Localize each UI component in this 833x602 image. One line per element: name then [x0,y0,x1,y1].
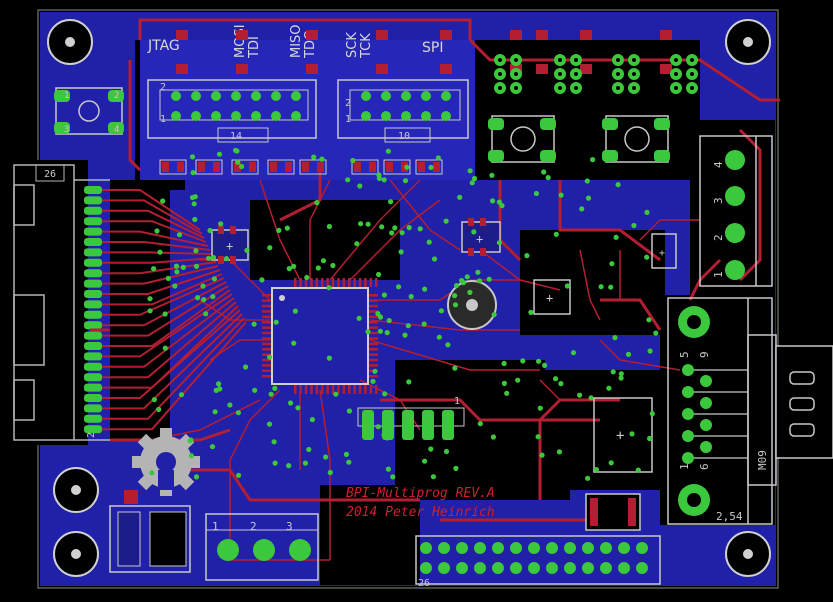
spi-pins [361,91,451,121]
driver-chip: + [533,279,571,315]
terminal-pin2: 2 [712,234,725,241]
dsub-name-label: M09 [756,450,769,470]
jtag-pin2-label: 2 [160,82,166,93]
bottom-header [415,535,661,585]
svg-text:+: + [476,232,483,246]
board-title-line2: 2014 Peter Heinrich [346,505,495,520]
svg-text:+: + [546,291,553,305]
mounting-holes [47,19,771,577]
svg-text:+: + [659,248,665,259]
signal-sck-label: SCK [345,32,360,58]
dsub-pins [682,364,748,464]
signal-tck-label: TCK [359,33,374,59]
mcu-chip [271,287,369,385]
buzzer [447,280,497,330]
button-pin4: 4 [114,125,119,135]
dsub-pin1-label: 1 [678,463,691,470]
left-conn-pin2: 2 [86,432,97,438]
spi-label: SPI [422,40,443,56]
jtag-header [147,79,317,143]
dsub-pin5-label: 5 [678,351,691,358]
dsub-connector [667,297,833,525]
bottom-header-pins [420,542,648,574]
left-conn-pin26: 26 [44,169,56,180]
rs232-chip: + [593,397,653,473]
spi-pin1-label: 1 [345,114,351,125]
button-pin1: 1 [64,91,69,101]
button-pin2: 2 [114,91,119,101]
jtag-count-label: 14 [230,131,242,142]
dsub-pitch-label: 2,54 [716,510,743,523]
terminal-pin3: 3 [712,197,725,204]
signal-miso-label: MISO [289,24,304,58]
left-connector-body [8,160,88,445]
signal-mosi-label: MOSI [233,24,248,58]
led-pad-grid [494,54,698,94]
smd-header-pin1: 1 [454,396,460,407]
smd-header [357,407,465,440]
svg-text:+: + [226,239,233,253]
button-pin3: 3 [64,125,69,135]
pushbutton-middle [488,115,556,163]
bottom-header-pin-label: 26 [418,578,430,589]
vias [147,147,659,481]
jtag-pin1-label: 1 [160,114,166,125]
spi-count-label: 10 [398,131,410,142]
terminal-block [699,135,773,287]
mcu-pads [262,278,378,394]
screw-terminal [205,513,319,581]
pushbutton-right [602,115,670,163]
eeprom-chip: + [211,226,249,264]
spi-pin2-label: 2 [345,98,351,109]
board-title-line1: BPI-Multiprog REV.A [346,486,495,501]
regulator-chip: + [651,233,677,269]
screw-pin1: 1 [212,520,219,533]
svg-text:+: + [616,428,624,444]
power-components [109,490,641,573]
dsub-pin6-label: 6 [698,463,711,470]
left-connector-pads [84,186,102,434]
jtag-pins [171,91,301,121]
smd-component-row [159,30,672,175]
pushbutton-left [54,87,124,135]
screw-pin3: 3 [286,520,293,533]
jtag-label: JTAG [147,38,180,54]
buffer-chip: + [461,218,501,256]
signal-tdi-label: TDI [247,36,262,59]
terminal-pin1: 1 [712,271,725,278]
dsub-pin9-label: 9 [698,351,711,358]
terminal-pin4: 4 [712,161,725,168]
screw-pin2: 2 [250,520,257,533]
